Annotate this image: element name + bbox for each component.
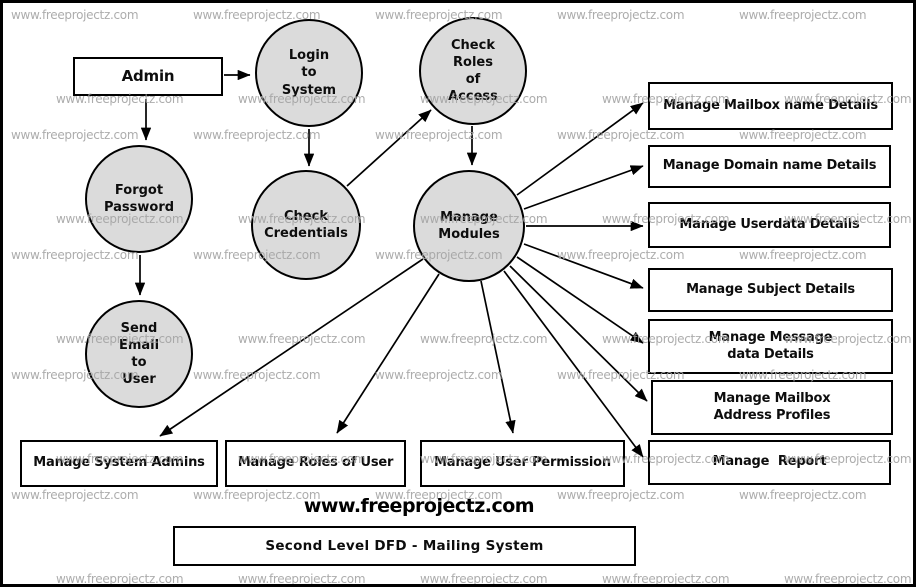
watermark-text: www.freeprojectz.com bbox=[557, 248, 685, 262]
output-manage-domain-name-details: Manage Domain name Details bbox=[648, 145, 891, 188]
output-manage-system-admins: Manage System Admins bbox=[20, 440, 218, 487]
output-manage-subject-details: Manage Subject Details bbox=[648, 268, 893, 312]
watermark-text: www.freeprojectz.com bbox=[739, 488, 867, 502]
watermark-text: www.freeprojectz.com bbox=[420, 332, 548, 346]
output-manage-message-data-details: Manage Message data Details bbox=[648, 319, 893, 374]
flow-manage-modules-to-message-data bbox=[516, 256, 644, 344]
watermark-text: www.freeprojectz.com bbox=[238, 332, 366, 346]
watermark-text: www.freeprojectz.com bbox=[739, 248, 867, 262]
output-manage-mailbox-address-profiles: Manage Mailbox Address Profiles bbox=[651, 380, 893, 435]
watermark-text: www.freeprojectz.com bbox=[557, 488, 685, 502]
watermark-text: www.freeprojectz.com bbox=[784, 572, 912, 586]
process-check-credentials: Check Credentials bbox=[251, 170, 361, 280]
site-logo-text: www.freeprojectz.com bbox=[303, 495, 535, 517]
output-manage-user-permission: Manage User Permission bbox=[420, 440, 625, 487]
flow-manage-modules-to-mailbox-address bbox=[509, 265, 648, 402]
flow-manage-modules-to-report bbox=[503, 270, 644, 458]
watermark-text: www.freeprojectz.com bbox=[11, 8, 139, 22]
watermark-text: www.freeprojectz.com bbox=[739, 8, 867, 22]
process-login-to-system: Login to System bbox=[255, 19, 363, 127]
watermark-text: www.freeprojectz.com bbox=[602, 572, 730, 586]
flow-manage-modules-to-system-admins bbox=[159, 258, 424, 437]
output-manage-mailbox-name-details: Manage Mailbox name Details bbox=[648, 82, 893, 130]
flow-manage-modules-to-domain-name bbox=[523, 165, 644, 210]
diagram-title-box: Second Level DFD - Mailing System bbox=[173, 526, 636, 566]
watermark-text: www.freeprojectz.com bbox=[557, 8, 685, 22]
flow-manage-modules-to-subject bbox=[523, 243, 644, 289]
flow-manage-modules-to-user-permission bbox=[480, 280, 516, 434]
watermark-text: www.freeprojectz.com bbox=[238, 572, 366, 586]
process-check-roles-of-access: Check Roles of Access bbox=[419, 17, 527, 125]
process-send-email-to-user: Send Email to User bbox=[85, 300, 193, 408]
watermark-text: www.freeprojectz.com bbox=[557, 128, 685, 142]
watermark-text: www.freeprojectz.com bbox=[375, 368, 503, 382]
external-entity-admin: Admin bbox=[73, 57, 223, 96]
flow-manage-modules-to-roles-of-user bbox=[336, 273, 440, 434]
output-manage-report: Manage Report bbox=[648, 440, 891, 485]
watermark-text: www.freeprojectz.com bbox=[193, 128, 321, 142]
flow-manage-modules-to-mailbox-name bbox=[516, 102, 644, 196]
output-manage-roles-of-user: Manage Roles of User bbox=[225, 440, 406, 487]
process-forgot-password: Forgot Password bbox=[85, 145, 193, 253]
watermark-text: www.freeprojectz.com bbox=[11, 248, 139, 262]
output-manage-userdata-details: Manage Userdata Details bbox=[648, 202, 891, 248]
process-manage-modules: Manage Modules bbox=[413, 170, 525, 282]
watermark-text: www.freeprojectz.com bbox=[11, 488, 139, 502]
watermark-text: www.freeprojectz.com bbox=[739, 128, 867, 142]
watermark-text: www.freeprojectz.com bbox=[56, 572, 184, 586]
watermark-text: www.freeprojectz.com bbox=[11, 128, 139, 142]
watermark-text: www.freeprojectz.com bbox=[193, 368, 321, 382]
flow-check-credentials-to-check-roles bbox=[346, 109, 432, 187]
watermark-text: www.freeprojectz.com bbox=[375, 128, 503, 142]
watermark-text: www.freeprojectz.com bbox=[420, 572, 548, 586]
